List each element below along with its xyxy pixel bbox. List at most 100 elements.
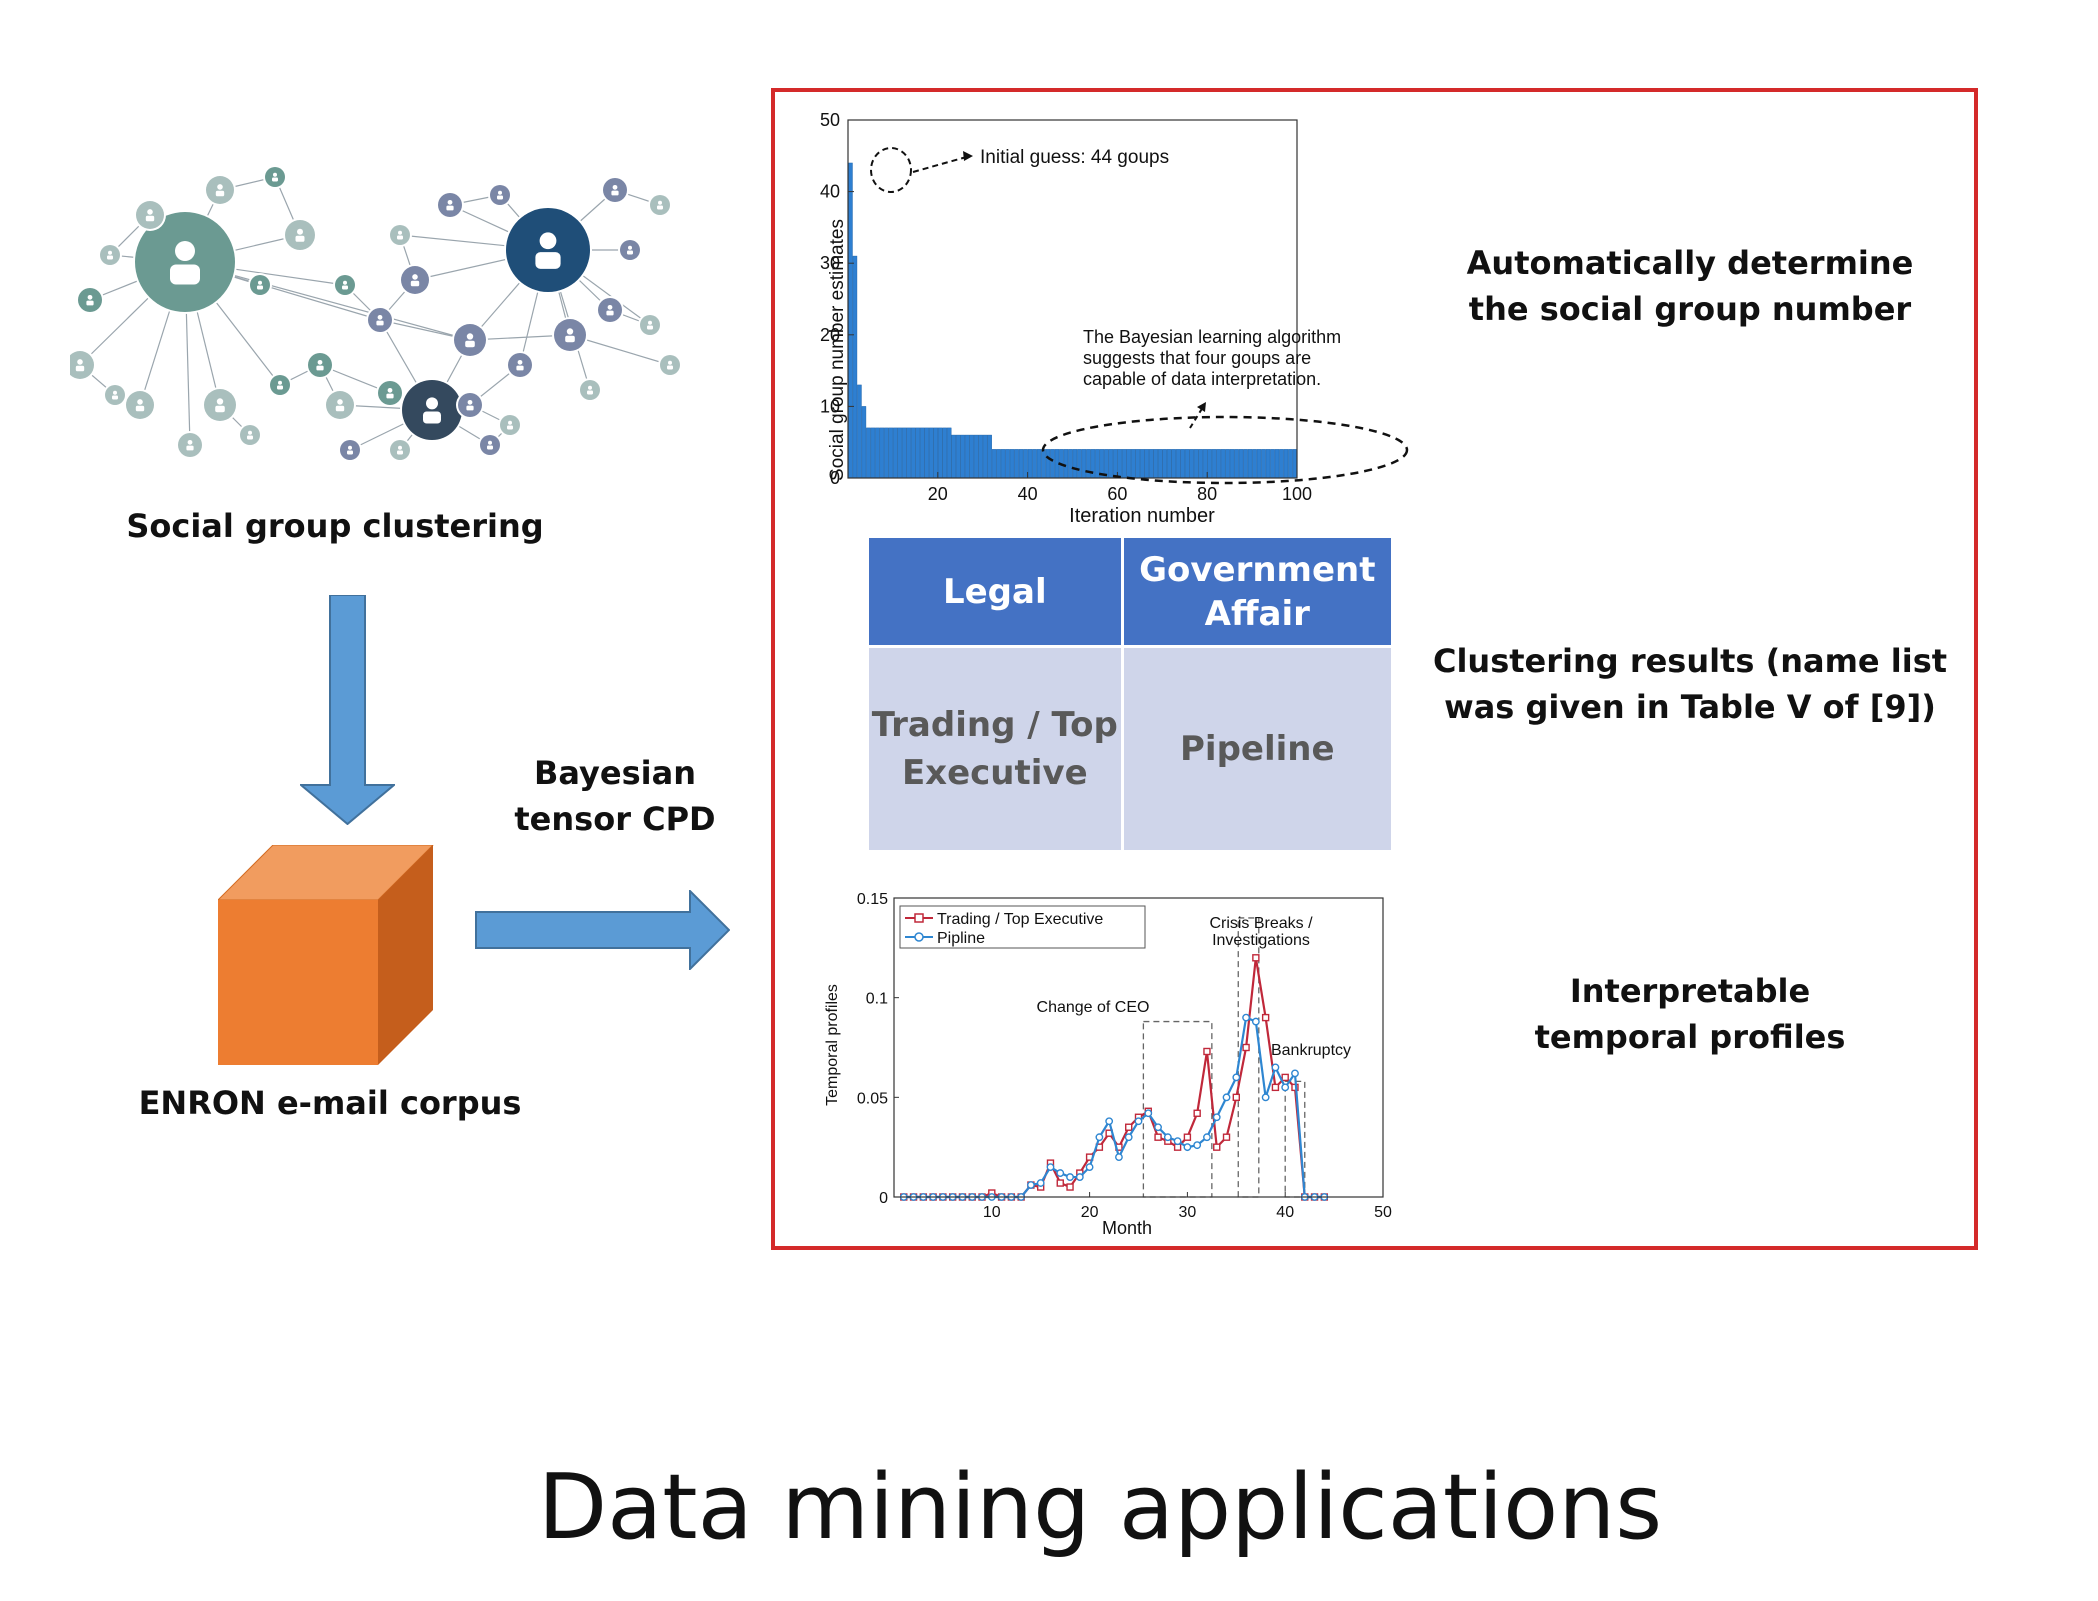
bar — [888, 427, 894, 479]
network-node — [552, 317, 588, 353]
network-node — [103, 383, 127, 407]
results-panel — [771, 88, 1978, 1250]
network-node — [124, 389, 156, 421]
network-node — [578, 378, 602, 402]
table-header-legal: Legal — [866, 535, 1124, 648]
bar — [933, 427, 939, 479]
network-node — [133, 210, 237, 314]
down-arrow — [300, 595, 395, 825]
bar — [1014, 449, 1019, 479]
series-point-pipline — [1261, 1093, 1270, 1102]
bar-y-tick-label: 20 — [820, 325, 840, 345]
arrow-caption-line1: Bayesian — [534, 754, 696, 792]
legend-trading: Trading / Top Executive — [937, 911, 1103, 928]
bar — [1095, 449, 1100, 479]
bar — [1149, 449, 1154, 479]
network-node — [283, 218, 317, 252]
bar — [1036, 449, 1042, 479]
bar — [1135, 449, 1141, 479]
series-point-pipline — [1134, 1117, 1143, 1126]
line-y-axis-label: Temporal profiles — [824, 984, 841, 1106]
network-node — [648, 193, 672, 217]
bar — [996, 449, 1001, 479]
bar — [982, 434, 988, 479]
series-point-trading — [1261, 1013, 1270, 1022]
bar — [1225, 449, 1230, 479]
series-point-pipline — [1066, 1173, 1074, 1181]
bar — [1216, 449, 1221, 479]
bar — [1041, 449, 1046, 479]
bar-y-tick-label: 30 — [820, 253, 840, 273]
bar — [1265, 449, 1271, 479]
network-node — [388, 223, 412, 247]
series-point-pipline — [1173, 1137, 1182, 1146]
bar — [1086, 449, 1091, 479]
bar — [1220, 449, 1226, 479]
series-point-trading — [1193, 1109, 1201, 1117]
line-x-tick-label: 30 — [1179, 1204, 1197, 1221]
data-cube-icon — [218, 845, 434, 1065]
line-x-axis-label: Month — [1102, 1218, 1152, 1238]
caption1-line1: Automatically determine — [1466, 244, 1914, 282]
network-node — [268, 373, 292, 397]
page-title: Data mining applications — [537, 1455, 1663, 1560]
bar — [946, 427, 952, 479]
caption2-line2: was given in Table V of [9]) — [1444, 688, 1936, 726]
bar — [951, 434, 956, 479]
series-point-trading — [1271, 1083, 1280, 1092]
bar — [1270, 449, 1275, 479]
bar — [929, 427, 934, 479]
network-node — [98, 243, 122, 267]
series-point-pipline — [1251, 1017, 1260, 1026]
bar — [884, 427, 889, 479]
network-node — [306, 351, 334, 379]
bar — [1153, 449, 1159, 479]
bar — [1140, 449, 1145, 479]
bar-y-tick-label: 0 — [830, 468, 840, 488]
bar — [1108, 449, 1114, 479]
bayesian-annotation-line2: suggests that four goups are — [1083, 348, 1311, 368]
bar — [1063, 449, 1069, 479]
bar — [902, 427, 907, 479]
bar — [987, 434, 992, 479]
series-point-pipline — [1212, 1113, 1221, 1122]
bar-x-tick-label: 40 — [1018, 484, 1038, 504]
bar — [857, 384, 862, 479]
series-point-pipline — [1232, 1073, 1241, 1082]
bar-y-tick-label: 10 — [820, 396, 840, 416]
series-point-trading — [1232, 1093, 1240, 1102]
network-node — [366, 306, 394, 334]
network-node — [134, 199, 166, 231]
bayesian-annotation-line3: capable of data interpretation. — [1083, 369, 1321, 389]
bar — [1193, 449, 1199, 479]
event-window-box — [1237, 917, 1260, 1198]
network-node — [596, 296, 624, 324]
clustering-results-table: Legal Government Affair Trading / Top Ex… — [866, 535, 1395, 853]
series-point-pipline — [1124, 1133, 1133, 1142]
right-arrow — [475, 890, 730, 970]
series-point-trading — [1125, 1123, 1133, 1131]
bar — [1126, 449, 1132, 479]
network-node — [76, 286, 104, 314]
series-point-pipline — [1281, 1083, 1290, 1092]
bar — [879, 427, 885, 479]
network-node — [638, 313, 662, 337]
bar — [1288, 449, 1293, 479]
annot-crisis-line1: Crisis Breaks / — [1209, 915, 1313, 932]
bar — [1261, 449, 1266, 479]
bar — [1005, 449, 1010, 479]
bar-x-tick-label: 60 — [1107, 484, 1127, 504]
table-cell-trading: Trading / Top Executive — [866, 645, 1124, 853]
line-y-tick-label: 0.1 — [866, 991, 888, 1008]
bar-y-axis-label: Social group number estimates — [827, 219, 848, 481]
bar-x-tick-label: 100 — [1282, 484, 1312, 504]
bar — [1000, 449, 1006, 479]
network-node — [456, 391, 484, 419]
initial-guess-circle — [870, 147, 912, 193]
bar — [1274, 449, 1280, 479]
bayesian-tensor-cpd-label: Bayesian tensor CPD — [480, 750, 750, 842]
bar — [848, 162, 853, 479]
network-node — [601, 176, 629, 204]
